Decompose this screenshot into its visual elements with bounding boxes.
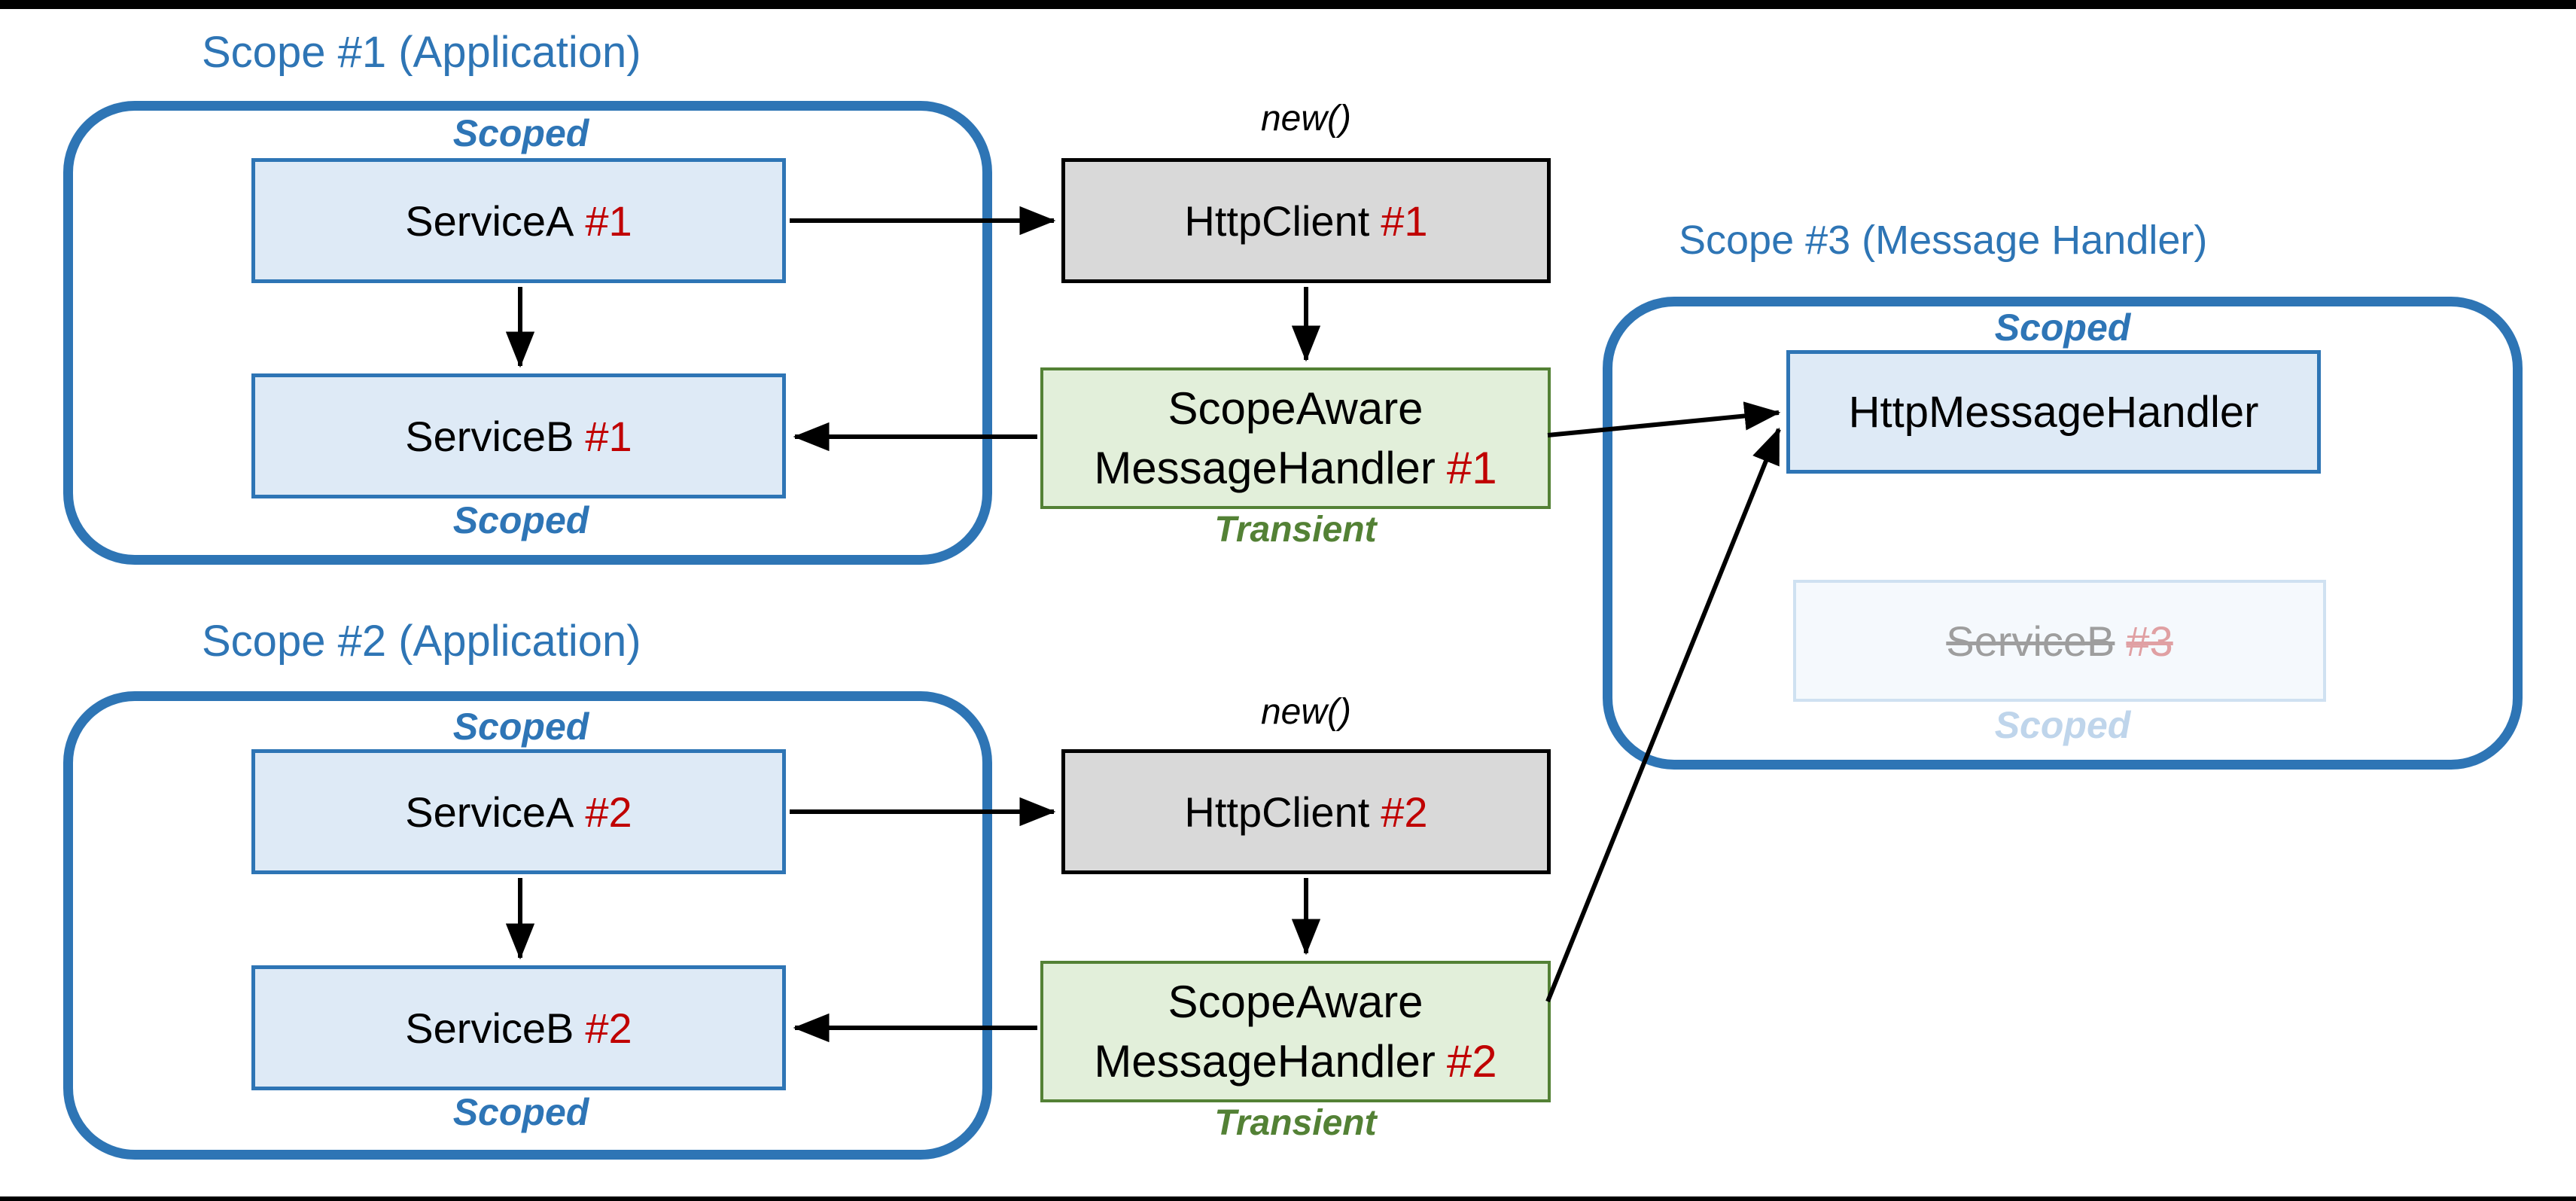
new-annotation-2: new() bbox=[1260, 692, 1352, 732]
scope2-scoped-top-label: Scoped bbox=[452, 706, 589, 748]
instance-label: #1 bbox=[1446, 443, 1497, 493]
scope3-scoped-top-label: Scoped bbox=[1994, 306, 2131, 349]
node-label: HttpClient bbox=[1184, 197, 1370, 245]
node-servicea-1: ServiceA#1 bbox=[251, 158, 786, 283]
node-scopeaware-messagehandler-1: ScopeAware MessageHandler#1 bbox=[1040, 367, 1551, 509]
instance-label: #3 bbox=[2126, 617, 2173, 665]
instance-label: #2 bbox=[585, 1004, 632, 1052]
instance-label: #1 bbox=[1381, 197, 1428, 245]
scope1-boundary bbox=[63, 101, 992, 565]
node-label: MessageHandler bbox=[1094, 443, 1436, 493]
node-httpclient-1: HttpClient#1 bbox=[1061, 158, 1551, 283]
instance-label: #2 bbox=[1446, 1036, 1497, 1087]
instance-label: #1 bbox=[585, 412, 632, 460]
node-serviceb-1: ServiceB#1 bbox=[251, 373, 786, 498]
node-scopeaware-messagehandler-2: ScopeAware MessageHandler#2 bbox=[1040, 961, 1551, 1102]
node-serviceb-3-disposed: ServiceB#3 bbox=[1793, 580, 2326, 702]
node-httpclient-2: HttpClient#2 bbox=[1061, 749, 1551, 874]
node-label-line1: ScopeAware bbox=[1168, 383, 1423, 434]
node-label: ServiceB bbox=[405, 412, 574, 460]
scope3-scoped-bottom-label: Scoped bbox=[1994, 704, 2131, 746]
top-black-bar bbox=[0, 0, 2576, 9]
node-label-line2: MessageHandler#1 bbox=[1094, 438, 1497, 498]
bottom-black-bar bbox=[0, 1196, 2576, 1201]
node-label-line1: ScopeAware bbox=[1168, 976, 1423, 1027]
node-label: MessageHandler bbox=[1094, 1036, 1436, 1087]
instance-label: #2 bbox=[585, 788, 632, 836]
scope1-scoped-top-label: Scoped bbox=[452, 112, 589, 154]
scope3-title: Scope #3 (Message Handler) bbox=[1679, 218, 2208, 263]
node-label: HttpMessageHandler bbox=[1848, 387, 2259, 437]
instance-label: #1 bbox=[585, 197, 632, 245]
node-servicea-2: ServiceA#2 bbox=[251, 749, 786, 874]
scope2-title: Scope #2 (Application) bbox=[202, 617, 641, 666]
node-label: HttpClient bbox=[1184, 788, 1370, 836]
transient-label-2: Transient bbox=[1214, 1103, 1377, 1143]
node-label-line2: MessageHandler#2 bbox=[1094, 1032, 1497, 1091]
scope2-boundary bbox=[63, 691, 992, 1160]
node-label: ServiceB bbox=[1946, 617, 2115, 665]
scope1-title: Scope #1 (Application) bbox=[202, 28, 641, 77]
transient-label-1: Transient bbox=[1214, 510, 1377, 550]
scope2-scoped-bottom-label: Scoped bbox=[452, 1091, 589, 1133]
node-label: ServiceA bbox=[405, 788, 574, 836]
node-httpmessagehandler: HttpMessageHandler bbox=[1786, 350, 2321, 474]
new-annotation-1: new() bbox=[1260, 99, 1352, 139]
node-serviceb-2: ServiceB#2 bbox=[251, 965, 786, 1090]
instance-label: #2 bbox=[1381, 788, 1428, 836]
node-label: ServiceA bbox=[405, 197, 574, 245]
node-label: ServiceB bbox=[405, 1004, 574, 1052]
scope1-scoped-bottom-label: Scoped bbox=[452, 499, 589, 541]
